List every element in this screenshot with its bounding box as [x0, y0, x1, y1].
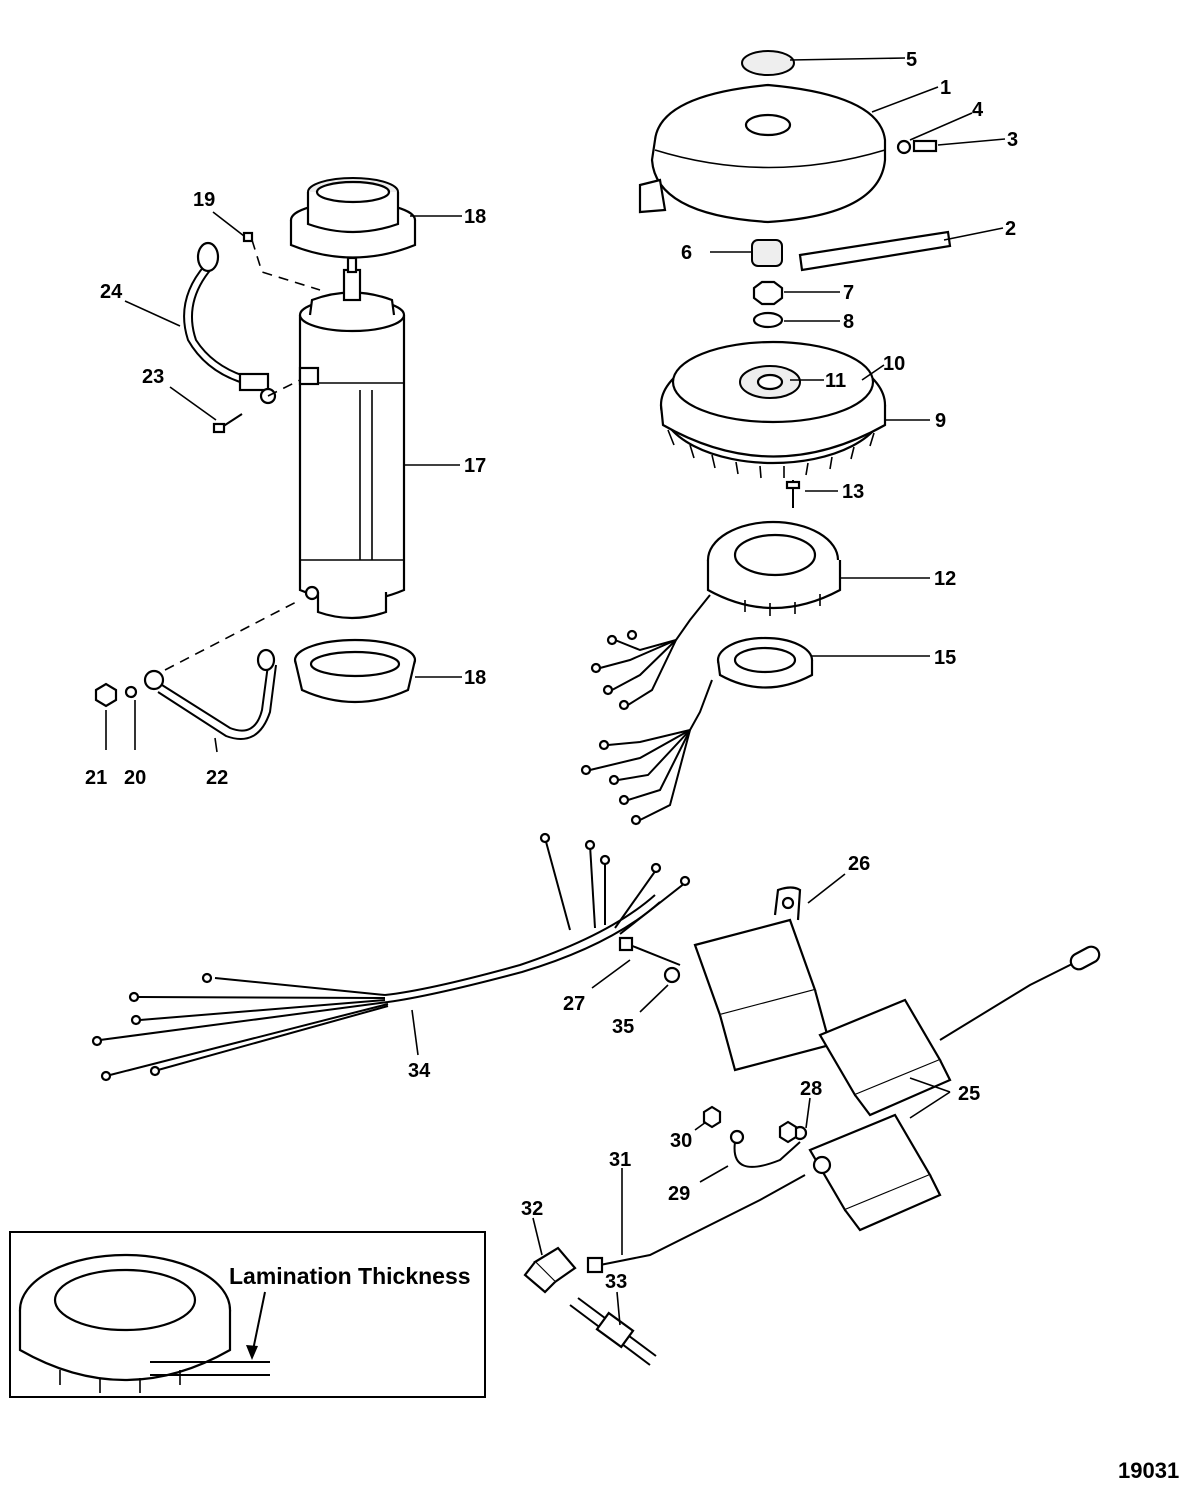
callout-9: 9: [935, 410, 946, 432]
negative-cable: [143, 599, 301, 740]
callout-10: 10: [883, 353, 905, 375]
callout-12: 12: [934, 568, 956, 590]
spark-plug-drawing: [523, 1246, 657, 1366]
callout-labels: 5 1 4 3 2 6 7 8 11 10 9 13 12 15 19 18 2…: [85, 49, 1179, 1483]
figure-number: 19031: [1118, 1458, 1179, 1483]
starter-motor-drawing: [94, 177, 417, 740]
callout-31: 31: [609, 1149, 631, 1171]
trigger-drawing: [580, 636, 814, 826]
positive-cable: [183, 241, 277, 405]
coil-bracket-drawing: [693, 886, 832, 1072]
callout-2: 2: [1005, 218, 1016, 240]
callout-11: 11: [825, 370, 846, 392]
callout-7: 7: [843, 282, 854, 304]
callout-29: 29: [668, 1183, 690, 1205]
wire-harness-drawing: [91, 832, 691, 1082]
bolt-part: [618, 936, 681, 984]
nut-part: [94, 682, 118, 708]
callout-17: 17: [464, 455, 486, 477]
screw-part: [212, 413, 243, 434]
starter-end-cap-bottom: [293, 638, 417, 704]
callout-5: 5: [906, 49, 917, 71]
callout-21: 21: [85, 767, 107, 789]
callout-1: 1: [940, 77, 951, 99]
inset-label: Lamination Thickness: [229, 1263, 471, 1289]
callout-27: 27: [563, 993, 585, 1015]
flywheel-cover-drawing: [638, 50, 952, 329]
callout-22: 22: [206, 767, 228, 789]
callout-28: 28: [800, 1078, 822, 1100]
leader-lines: [105, 57, 1006, 1326]
callout-24: 24: [100, 281, 123, 303]
callout-13: 13: [842, 481, 864, 503]
callout-32: 32: [521, 1198, 543, 1220]
callout-3: 3: [1007, 129, 1018, 151]
callout-15: 15: [934, 647, 956, 669]
callout-20: 20: [124, 767, 146, 789]
callout-8: 8: [843, 311, 854, 333]
starter-motor-body: [298, 256, 406, 620]
callout-4: 4: [972, 99, 984, 121]
callout-25: 25: [958, 1083, 980, 1105]
ground-wire-drawing: [702, 1105, 808, 1168]
stator-drawing: [590, 520, 842, 711]
washer-part: [124, 685, 138, 699]
callout-18-top: 18: [464, 206, 486, 228]
callout-23: 23: [142, 366, 164, 388]
flywheel-drawing: [659, 340, 887, 508]
callout-18-bottom: 18: [464, 667, 486, 689]
callout-6: 6: [681, 242, 692, 264]
starter-end-cap-top: [289, 177, 417, 259]
clip-part: [242, 231, 254, 243]
callout-30: 30: [670, 1130, 692, 1152]
callout-26: 26: [848, 853, 870, 875]
callout-34: 34: [408, 1060, 431, 1082]
callout-33: 33: [605, 1271, 627, 1293]
inset-box: [9, 1231, 486, 1398]
callout-35: 35: [612, 1016, 634, 1038]
callout-19: 19: [193, 189, 215, 211]
ignition-coil-drawing: [586, 945, 1101, 1274]
